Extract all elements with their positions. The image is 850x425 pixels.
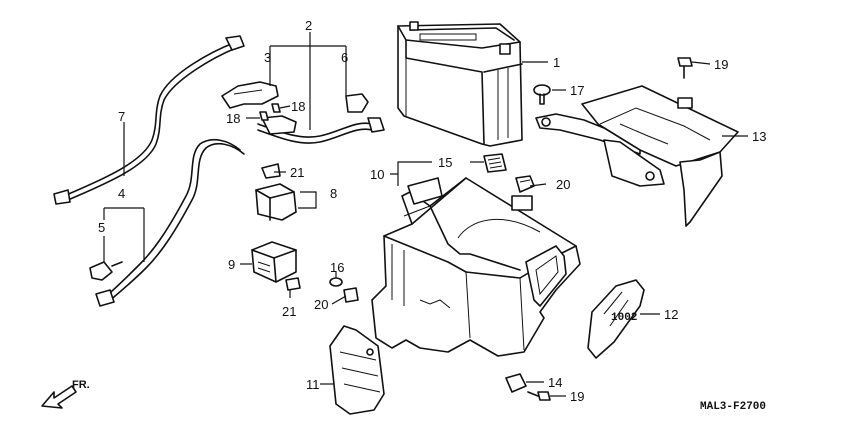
battery-case [371, 177, 581, 357]
callout-3: 3 [264, 50, 271, 65]
drawing-code: MAL3-F2700 [700, 401, 766, 413]
starter-relay [255, 163, 297, 221]
front-direction-label: FR. [72, 379, 90, 391]
callout-labels: 1 2 3 6 18 18 7 4 5 21 8 9 21 16 20 10 1… [98, 18, 766, 404]
battery-panel [329, 325, 385, 415]
battery-tray [535, 85, 739, 227]
callout-18b: 18 [226, 111, 240, 126]
callout-17: 17 [570, 83, 584, 98]
callout-16: 16 [330, 260, 344, 275]
fuse-box [251, 241, 297, 283]
callout-19a: 19 [714, 57, 728, 72]
callout-14: 14 [548, 375, 562, 390]
clip-mid [329, 277, 359, 303]
callout-9: 9 [228, 257, 235, 272]
bolt-lower [527, 391, 551, 401]
terminal-cover [221, 81, 279, 109]
callout-20a: 20 [314, 297, 328, 312]
clip-upper [515, 175, 535, 193]
bolt-upper [677, 57, 693, 79]
callout-8: 8 [330, 186, 337, 201]
callout-12: 12 [664, 307, 678, 322]
fuse [285, 277, 301, 291]
svg-text:1002: 1002 [611, 312, 637, 324]
battery [397, 21, 523, 147]
callout-11: 11 [306, 377, 320, 392]
callout-10: 10 [370, 167, 384, 182]
callout-21b: 21 [282, 304, 296, 319]
callout-1: 1 [553, 55, 560, 70]
terminal-boot [89, 261, 123, 281]
callout-20b: 20 [556, 177, 570, 192]
ground-cable [53, 35, 245, 205]
callout-4: 4 [118, 186, 125, 201]
callout-2: 2 [305, 18, 312, 33]
grommet [533, 84, 551, 105]
leader-lines [103, 32, 748, 397]
side-cover: 1002 [587, 279, 645, 359]
callout-15: 15 [438, 155, 452, 170]
callout-5: 5 [98, 220, 105, 235]
callout-18a: 18 [291, 99, 305, 114]
terminal-bolts [259, 103, 281, 121]
callout-21a: 21 [290, 165, 304, 180]
starter-cable [95, 138, 245, 307]
clip-lower [505, 373, 527, 393]
callout-7: 7 [118, 109, 125, 124]
callout-19b: 19 [570, 389, 584, 404]
positive-cable [257, 115, 385, 144]
callout-13: 13 [752, 129, 766, 144]
front-direction-arrow: FR. [41, 379, 90, 409]
pad [483, 153, 507, 173]
callout-6: 6 [341, 50, 348, 65]
terminal-cap [345, 93, 369, 113]
